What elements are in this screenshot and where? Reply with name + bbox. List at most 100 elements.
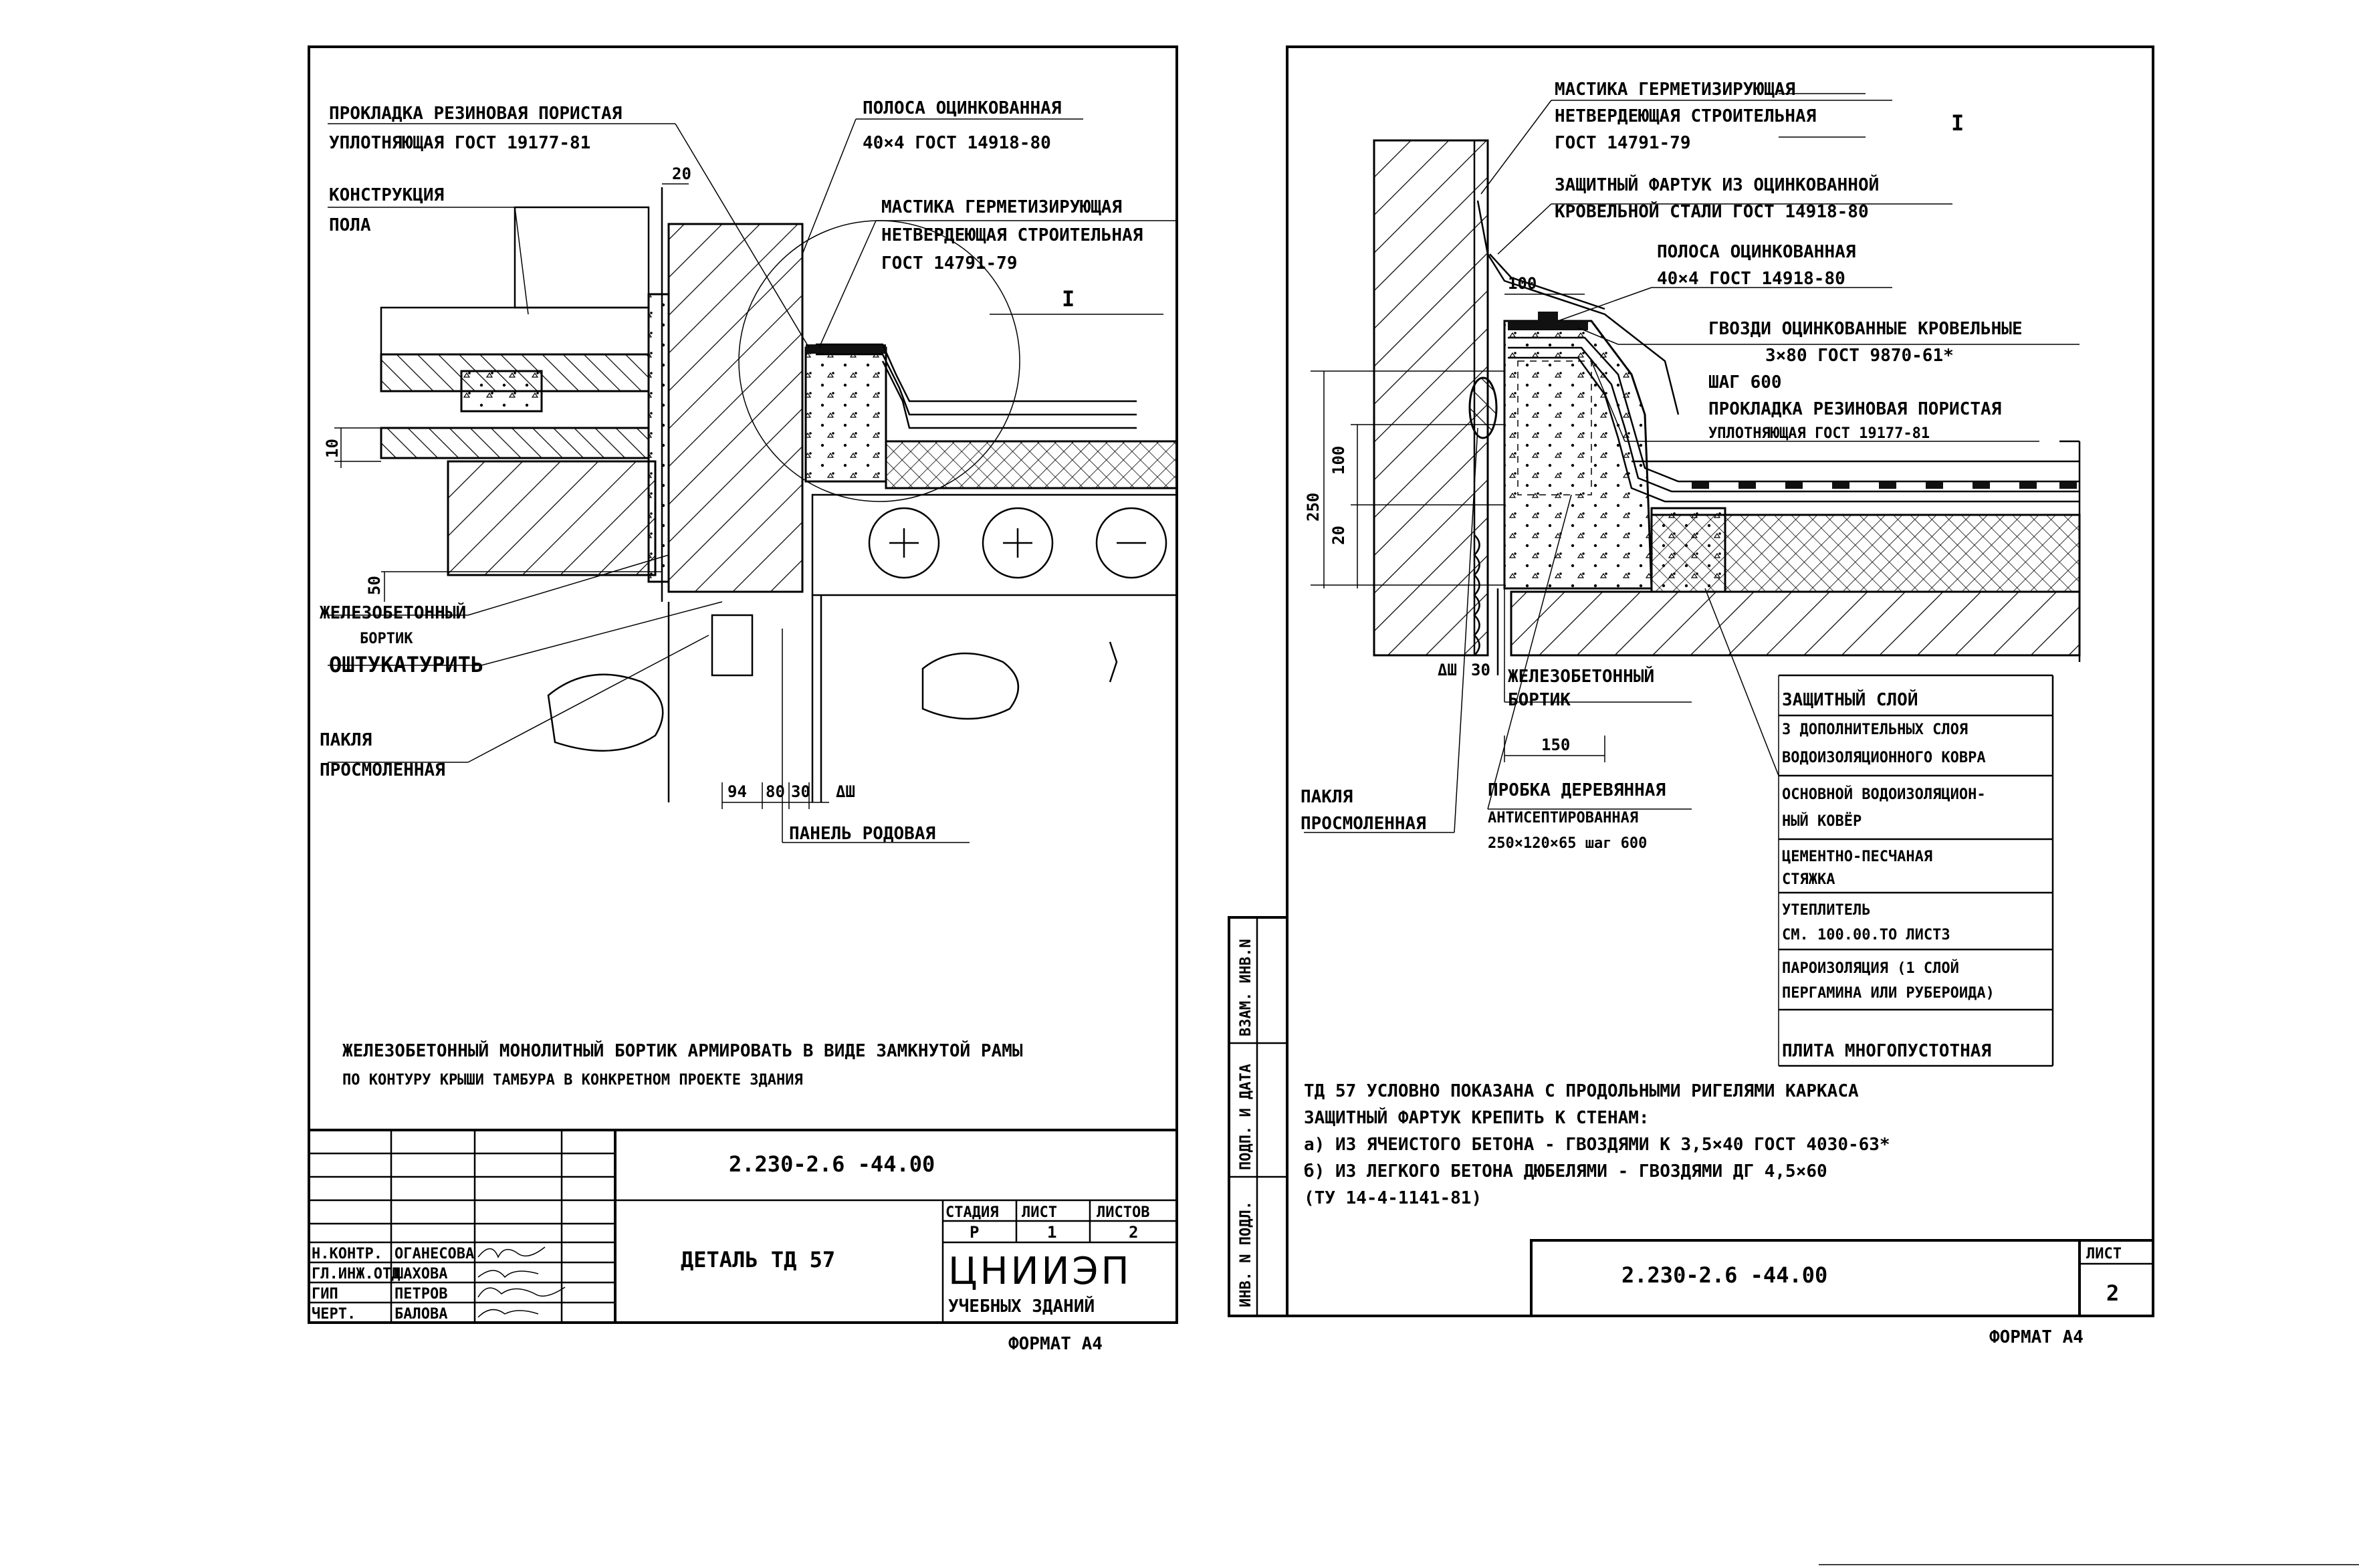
role-1: Н.КОНТР. [312, 1246, 382, 1262]
s2-sheet-header: ЛИСТ [2086, 1246, 2122, 1262]
sheet-2-format: ФОРМАТ А4 [1989, 1327, 2084, 1347]
s2-dim-ash: ΔШ [1438, 661, 1457, 679]
sheet-1-title-block [309, 1129, 1177, 1323]
layer-insulation-1: УТЕПЛИТЕЛЬ [1782, 902, 1870, 919]
plug-label-1: ПРОБКА ДЕРЕВЯННАЯ [1488, 780, 1666, 800]
s2-strip-label-1: ПОЛОСА ОЦИНКОВАННАЯ [1657, 242, 1856, 262]
s2-dim-150: 150 [1541, 736, 1570, 754]
plug-label-2: АНТИСЕПТИРОВАННАЯ [1488, 810, 1638, 826]
org-name: ЦНИИЭП [948, 1250, 1132, 1293]
s2-dim-250: 250 [1304, 493, 1323, 522]
sheets-header: ЛИСТОВ [1097, 1204, 1149, 1221]
floor-label-2: ПОЛА [329, 215, 371, 235]
mastic-label-2: НЕТВЕРДЕЮЩАЯ СТРОИТЕЛЬНАЯ [881, 225, 1143, 245]
rc-wall [667, 223, 804, 593]
layer-vapor-2: ПЕРГАМИНА ИЛИ РУБЕРОИДА) [1782, 985, 1995, 1002]
detail-title: ДЕТАЛЬ ТД 57 [681, 1247, 835, 1272]
s2-note-4: б) ИЗ ЛЕГКОГО БЕТОНА ДЮБЕЛЯМИ - ГВОЗДЯМИ… [1304, 1161, 1827, 1182]
s2-mastic-label-2: НЕТВЕРДЕЮЩАЯ СТРОИТЕЛЬНАЯ [1555, 106, 1816, 126]
stage-header: СТАДИЯ [945, 1204, 998, 1221]
masonry-wall [1373, 139, 1489, 657]
rc-curb-label-2: БОРТИК [360, 631, 413, 647]
apron-label-2: КРОВЕЛЬНОЙ СТАЛИ ГОСТ 14918-80 [1555, 201, 1869, 222]
membrane-dashes [1692, 482, 2077, 489]
sheet-2: МАСТИКА ГЕРМЕТИЗИРУЮЩАЯ НЕТВЕРДЕЮЩАЯ СТР… [1228, 45, 2154, 1347]
s2-strip-label-2: 40×4 ГОСТ 14918-80 [1657, 269, 1845, 289]
s2-gasket-label-2: УПЛОТНЯЮЩАЯ ГОСТ 19177-81 [1708, 425, 1930, 442]
strip-label-1: ПОЛОСА ОЦИНКОВАННАЯ [863, 98, 1061, 118]
role-3: ГИП [312, 1286, 338, 1303]
s2-rc-curb-label-2: БОРТИК [1508, 690, 1571, 710]
layer-additional-1: 3 ДОПОЛНИТЕЛЬНЫХ СЛОЯ [1782, 721, 1968, 738]
sheet-2-code: 2.230-2.6 -44.00 [1621, 1262, 1827, 1288]
s2-dim-100: 100 [1329, 446, 1348, 475]
layer-screed-1: ЦЕМЕНТНО-ПЕСЧАНАЯ [1782, 849, 1932, 865]
note-line-1: ЖЕЛЕЗОБЕТОННЫЙ МОНОЛИТНЫЙ БОРТИК АРМИРОВ… [342, 1040, 1023, 1061]
stamp-inv-no: ИНВ. N ПОДЛ. [1238, 1201, 1254, 1307]
gasket-label-1: ПРОКЛАДКА РЕЗИНОВАЯ ПОРИСТАЯ [329, 104, 622, 124]
apron-label-1: ЗАЩИТНЫЙ ФАРТУК ИЗ ОЦИНКОВАННОЙ [1555, 174, 1879, 195]
s2-note-1: ТД 57 УСЛОВНО ПОКАЗАНА С ПРОДОЛЬНЫМИ РИГ… [1304, 1081, 1859, 1101]
tow-label-1: ПАКЛЯ [320, 730, 372, 750]
tow-label-2: ПРОСМОЛЕННАЯ [320, 760, 445, 780]
s2-tow-label-1: ПАКЛЯ [1301, 787, 1353, 807]
mastic-label-1: МАСТИКА ГЕРМЕТИЗИРУЮЩАЯ [881, 197, 1122, 217]
s2-note-3: а) ИЗ ЯЧЕИСТОГО БЕТОНА - ГВОЗДЯМИ К 3,5×… [1304, 1135, 1890, 1155]
dim-50: 50 [365, 576, 384, 595]
rc-curb [804, 346, 887, 483]
s2-mastic-label-3: ГОСТ 14791-79 [1555, 133, 1691, 153]
role-4: ЧЕРТ. [312, 1306, 356, 1323]
step-label: ШАГ 600 [1708, 372, 1782, 393]
s2-note-2: ЗАЩИТНЫЙ ФАРТУК КРЕПИТЬ К СТЕНАМ: [1304, 1107, 1650, 1128]
strip-label-2: 40×4 ГОСТ 14918-80 [863, 133, 1051, 153]
sheets-value: 2 [1129, 1223, 1138, 1242]
dim-30: 30 [791, 782, 810, 801]
layer-additional-2: ВОДОИЗОЛЯЦИОННОГО КОВРА [1782, 750, 1986, 766]
s2-tow-label-2: ПРОСМОЛЕННАЯ [1301, 814, 1426, 834]
s2-note-5: (ТУ 14-4-1141-81) [1304, 1188, 1482, 1208]
callout-mark: I [1062, 286, 1075, 312]
name-2: ШАХОВА [395, 1266, 447, 1282]
s2-dim-20: 20 [1329, 526, 1348, 545]
signatures [477, 1246, 566, 1318]
stamp-replace-inv: ВЗАМ. ИНВ.N [1238, 939, 1254, 1036]
layer-protective: ЗАЩИТНЫЙ СЛОЙ [1782, 689, 1918, 710]
dim-20: 20 [672, 164, 691, 183]
name-3: ПЕТРОВ [395, 1286, 447, 1303]
note-line-2: ПО КОНТУРУ КРЫШИ ТАМБУРА В КОНКРЕТНОМ ПР… [342, 1072, 803, 1089]
sheet-2-section-drawing [1304, 93, 2081, 1067]
sheet-1-frame [308, 45, 1178, 1324]
name-1: ОГАНЕСОВА [395, 1246, 474, 1262]
sheet-1-format: ФОРМАТ А4 [1008, 1334, 1103, 1354]
layer-main-2: НЫЙ КОВЁР [1782, 812, 1862, 830]
org-subtitle: УЧЕБНЫХ ЗДАНИЙ [948, 1295, 1095, 1317]
floor-label-1: КОНСТРУКЦИЯ [329, 185, 444, 205]
layer-vapor-1: ПАРОИЗОЛЯЦИЯ (1 СЛОЙ [1782, 960, 1959, 977]
stage-value: Р [970, 1223, 979, 1242]
layer-screed-2: СТЯЖКА [1782, 871, 1835, 888]
rc-curb-label-1: ЖЕЛЕЗОБЕТОННЫЙ [320, 602, 466, 623]
layer-slab: ПЛИТА МНОГОПУСТОТНАЯ [1782, 1041, 1991, 1061]
panel-label: ПАНЕЛЬ РОДОВАЯ [789, 824, 935, 844]
s2-mastic-label-1: МАСТИКА ГЕРМЕТИЗИРУЮЩАЯ [1555, 80, 1795, 100]
mastic-label-3: ГОСТ 14791-79 [881, 253, 1018, 273]
s2-gasket-label-1: ПРОКЛАДКА РЕЗИНОВАЯ ПОРИСТАЯ [1708, 399, 2001, 419]
sheet-header: ЛИСТ [1022, 1204, 1057, 1221]
dim-ash: ΔШ [836, 782, 855, 801]
nails-label-2: 3×80 ГОСТ 9870-61* [1765, 346, 1954, 366]
plaster-label: ОШТУКАТУРИТЬ [329, 652, 483, 677]
stamp-sign-date: ПОДП. И ДАТА [1238, 1064, 1254, 1170]
dim-80: 80 [766, 782, 785, 801]
layer-insulation-2: СМ. 100.00.ТО ЛИСТ3 [1782, 927, 1950, 943]
hollow-core-slab [1510, 590, 2081, 657]
role-2: ГЛ.ИНЖ.ОТД [312, 1266, 400, 1282]
s2-sheet-value: 2 [2106, 1280, 2119, 1306]
side-stamp [1228, 916, 1288, 1317]
sheet-value: 1 [1047, 1223, 1056, 1242]
sheet-1: ПРОКЛАДКА РЕЗИНОВАЯ ПОРИСТАЯ УПЛОТНЯЮЩАЯ… [308, 45, 1178, 1354]
detail-mark: I [1951, 110, 1964, 136]
s2-dim-100-top: 100 [1508, 274, 1537, 293]
gasket-label-2: УПЛОТНЯЮЩАЯ ГОСТ 19177-81 [329, 133, 590, 153]
plug-label-3: 250×120×65 шаг 600 [1488, 835, 1647, 852]
